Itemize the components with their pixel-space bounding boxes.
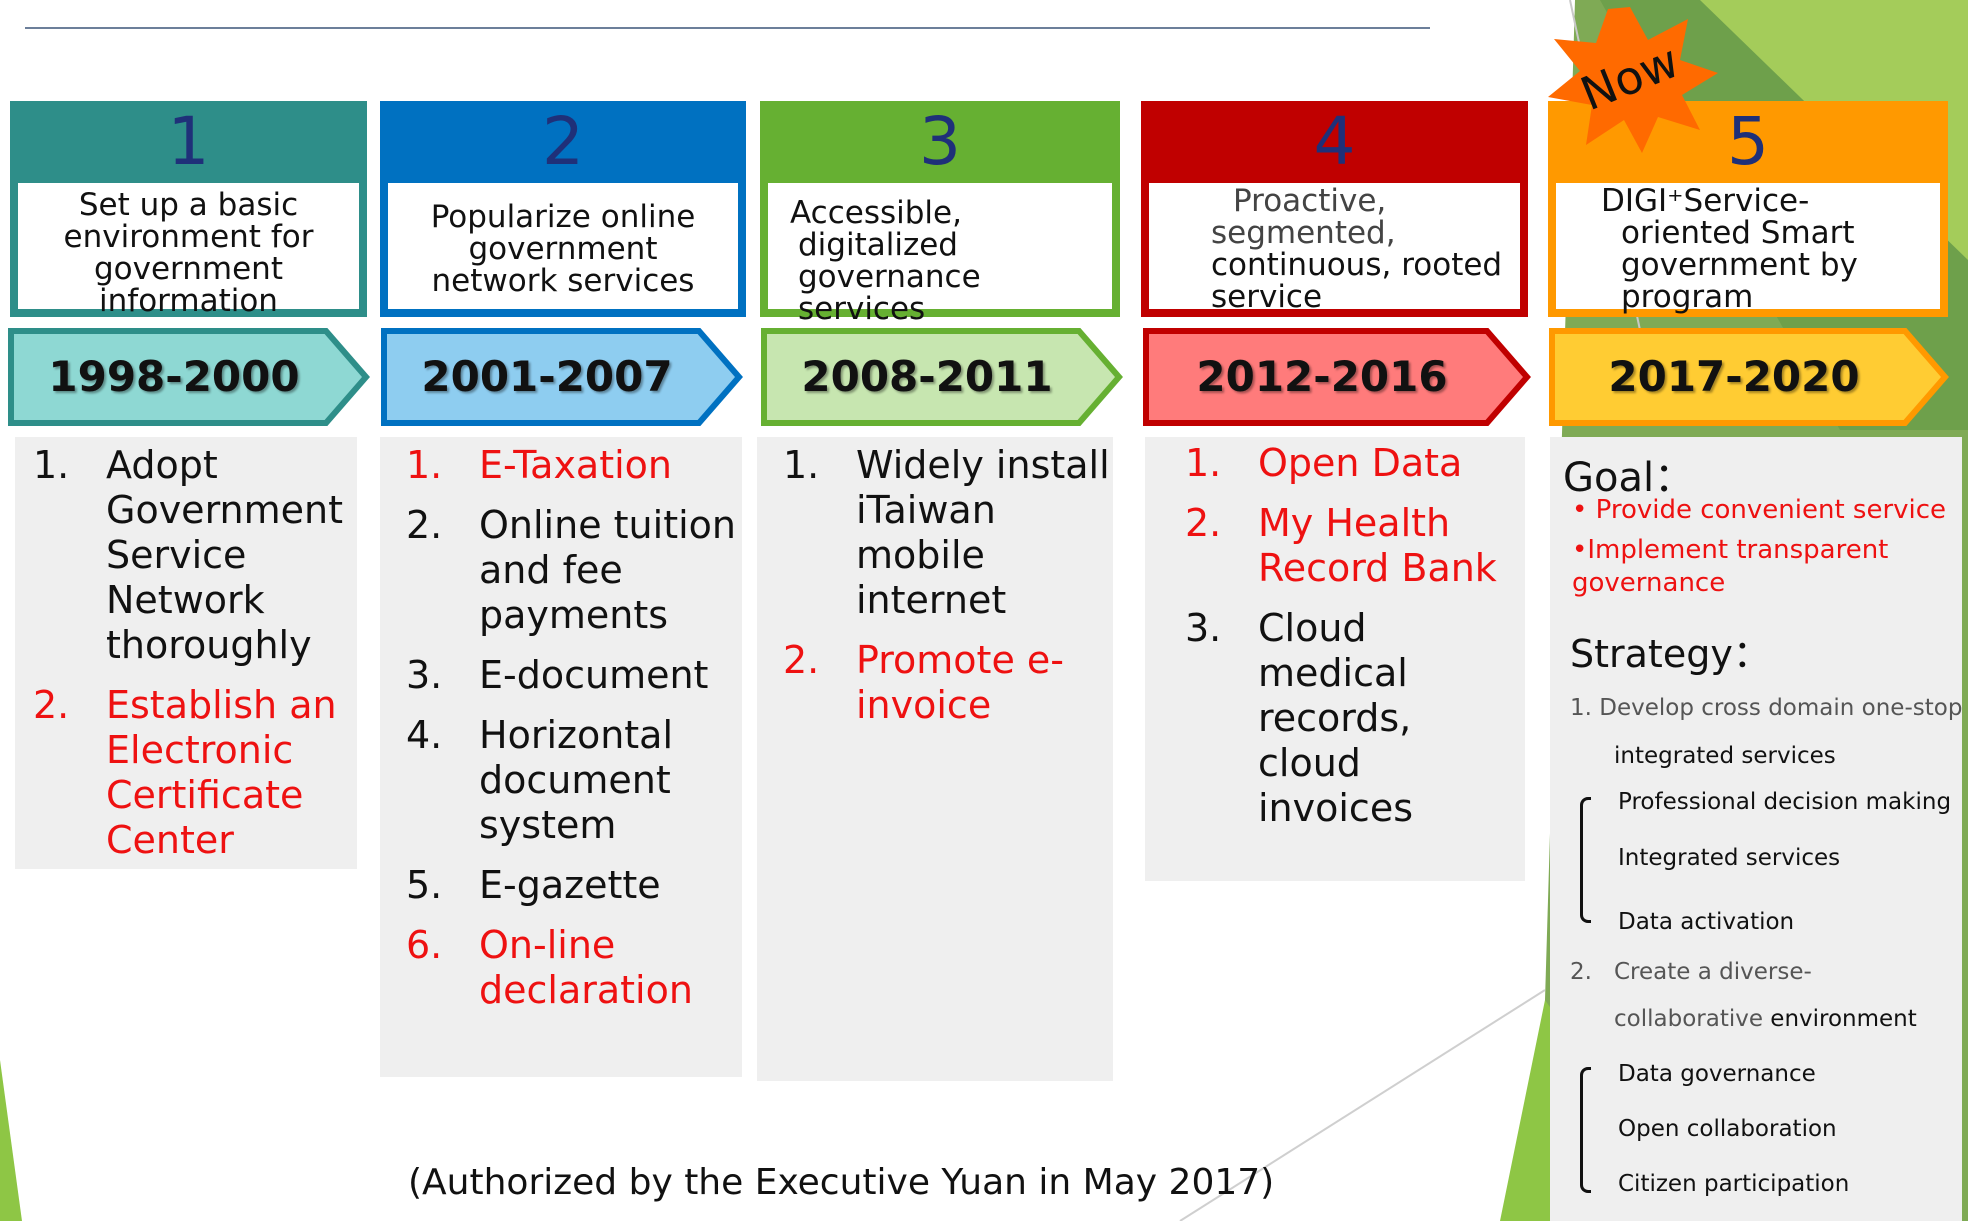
list-item: 2.Promote e-invoice	[783, 638, 1064, 727]
phase-number: 2	[542, 103, 584, 180]
phase-2-items: 1.E-Taxation 2.Online tuition and fee pa…	[406, 443, 742, 1013]
phase-4-panel: 1.Open Data 2.My Health Record Bank 3.Cl…	[1145, 437, 1525, 881]
title-line: Popularize online	[430, 199, 696, 235]
strategy-2-sub: Data governance	[1618, 1061, 1816, 1087]
years-label: 1998-2000	[48, 352, 300, 401]
phase-5-panel: Goal： • Provide convenient service •Impl…	[1550, 437, 1962, 1221]
phase-1-items: 1.Adopt Government Service Network thoro…	[33, 443, 357, 863]
title-line: environment for	[63, 219, 314, 255]
title-line: network services	[431, 263, 695, 299]
footer-note: (Authorized by the Executive Yuan in May…	[408, 1162, 1275, 1203]
phase-2-header: 2	[380, 101, 746, 183]
title-line: government	[468, 231, 658, 267]
list-item: 4.Horizontal document system	[406, 713, 674, 847]
title-line: program	[1621, 279, 1754, 315]
phase-1-panel: 1.Adopt Government Service Network thoro…	[15, 437, 357, 869]
phase-3-panel: 1.Widely install iTaiwan mobile internet…	[757, 437, 1113, 1081]
years-label: 2012-2016	[1196, 352, 1448, 401]
title-line: Set up a basic	[78, 187, 299, 223]
phase-2-years: 2001-2007	[381, 328, 743, 426]
phase-1-header: 1	[10, 101, 367, 183]
list-item: 2.My Health Record Bank	[1185, 501, 1497, 590]
years-label: 2017-2020	[1608, 352, 1860, 401]
phase-4-years: 2012-2016	[1143, 328, 1531, 426]
now-badge: Now	[1548, 7, 1718, 153]
list-item: 1.Open Data	[1185, 441, 1463, 485]
goal-item: governance	[1572, 568, 1726, 598]
strategy-2-number: 2.	[1570, 959, 1592, 985]
phase-4-title: Proactive, segmented, continuous, rooted…	[1141, 183, 1528, 317]
goal-item: •Implement transparent	[1572, 535, 1889, 565]
strategy-heading: Strategy：	[1570, 632, 1771, 676]
title-line: government by	[1621, 247, 1858, 283]
list-item: 2.Establish an Electronic Certificate Ce…	[33, 683, 337, 862]
strategy-2-cont: collaborative environment	[1614, 1006, 1917, 1032]
title-line: oriented Smart	[1621, 215, 1855, 251]
phase-5-title: DIGI⁺Service- oriented Smart government …	[1548, 183, 1948, 317]
phase-number: 3	[919, 103, 961, 180]
phase-5-years: 2017-2020	[1549, 328, 1949, 426]
title-line: Proactive,	[1233, 183, 1387, 219]
title-line: government	[94, 251, 283, 287]
phase-3-years: 2008-2011	[761, 328, 1123, 426]
phase-number: 4	[1313, 103, 1356, 180]
phase-4-items: 1.Open Data 2.My Health Record Bank 3.Cl…	[1185, 441, 1525, 831]
brace-2	[1580, 1067, 1591, 1193]
goal-heading: Goal：	[1563, 455, 1695, 501]
list-item: 1.Widely install iTaiwan mobile internet	[783, 443, 1110, 622]
phase-3-items: 1.Widely install iTaiwan mobile internet…	[783, 443, 1113, 728]
list-item: 3.E-document	[406, 653, 709, 697]
list-item: 6.On-line declaration	[406, 923, 693, 1012]
strategy-1-sub: Data activation	[1618, 909, 1795, 935]
phase-1-years: 1998-2000	[8, 328, 370, 426]
list-item: 3.Cloud medical records, cloud invoices	[1185, 606, 1414, 830]
title-line: information	[99, 283, 278, 319]
years-label: 2008-2011	[801, 352, 1053, 401]
strategy-1-sub: Integrated services	[1618, 845, 1841, 871]
title-line: governance services	[798, 259, 981, 327]
title-line: Accessible,	[790, 195, 962, 231]
title-line: segmented,	[1211, 215, 1396, 251]
phase-4-header: 4	[1141, 101, 1528, 183]
brace-1	[1580, 797, 1591, 923]
title-line: digitalized	[798, 227, 958, 263]
strategy-1-cont: integrated services	[1614, 743, 1836, 769]
goal-item: • Provide convenient service	[1572, 495, 1947, 525]
strategy-2-sub: Open collaboration	[1618, 1116, 1837, 1142]
phase-3-title: Accessible, digitalized governance servi…	[760, 183, 1120, 325]
strategy-1-sub: Professional decision making	[1618, 789, 1952, 815]
strategy-2: Create a diverse-	[1614, 959, 1812, 985]
list-item: 2.Online tuition and fee payments	[406, 503, 736, 637]
top-rule	[25, 27, 1430, 29]
title-line: DIGI⁺Service-	[1601, 183, 1810, 219]
phase-1-title: Set up a basic environment for governmen…	[10, 183, 367, 317]
title-line: continuous, rooted	[1211, 247, 1503, 283]
phase-number: 1	[167, 103, 210, 180]
title-line: service	[1211, 279, 1323, 315]
strategy-2-sub: Citizen participation	[1618, 1171, 1850, 1197]
phase-3-header: 3	[760, 101, 1120, 183]
list-item: 1.Adopt Government Service Network thoro…	[33, 443, 343, 667]
phase-2-panel: 1.E-Taxation 2.Online tuition and fee pa…	[380, 437, 742, 1077]
phase-2-title: Popularize online government network ser…	[380, 183, 746, 317]
list-item: 1.E-Taxation	[406, 443, 673, 487]
list-item: 5.E-gazette	[406, 863, 661, 907]
strategy-1: 1. Develop cross domain one-stop	[1570, 695, 1963, 721]
years-label: 2001-2007	[421, 352, 673, 401]
phase-number: 5	[1727, 103, 1769, 180]
